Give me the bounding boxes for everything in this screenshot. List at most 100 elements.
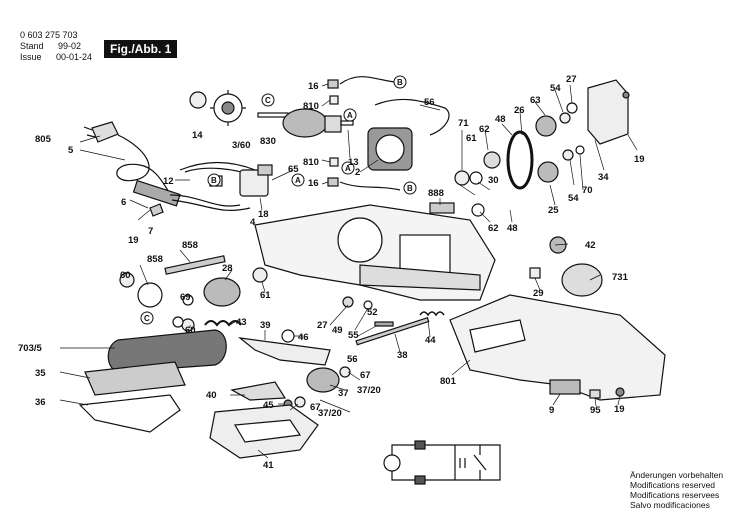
part-label: 28 [222,263,233,274]
part-label: 858 [147,254,163,265]
rod-38 [355,316,430,346]
document-header: 0 603 275 703 Stand 99-02 Issue 00-01-24 [20,30,92,63]
part-label: 49 [332,325,343,336]
part-label: 25 [548,205,559,216]
callout-circle-B-top [393,75,407,89]
brush-wire-B [339,76,396,85]
drive-shaft-858 [164,255,226,275]
switch-trigger [257,164,273,176]
callout-circle-C-bottom [140,311,154,325]
part-label: 731 [612,272,629,283]
part-label: 13 [348,157,359,168]
doc-number: 0 603 275 703 [20,30,78,40]
cord-sleeve [132,179,181,207]
part-label: 60 [185,325,196,336]
wire-set-1 [169,194,251,211]
part-label: 12 [163,176,174,187]
figure-tab: Fig./Abb. 1 [104,40,178,58]
part-label: 65 [288,164,299,175]
handle-knob-731 [561,263,603,297]
toothed-belt-26 [506,130,534,190]
issue-row: Issue 00-01-24 [20,52,93,62]
lever-40 [230,381,287,401]
brush-16-top [327,79,339,89]
bearing-54-bottom [562,149,574,161]
part-label: 7 [148,226,153,237]
part-label: 44 [425,335,436,346]
part-label: 55 [348,330,359,341]
stand-row: Stand 99-02 [20,41,82,51]
callout-circle-B-mid [403,181,417,195]
part-label: 62 [479,124,490,135]
part-label: 45 [263,400,274,411]
part-label: 48 [507,223,518,234]
part-label: 9 [549,405,554,416]
part-label: 19 [128,235,139,246]
callout-B-switch: B [211,176,217,185]
part-label: 16 [308,178,319,189]
pulley-30 [469,171,483,185]
part-label: 54 [550,83,561,94]
part-label: 43 [236,317,247,328]
part-label: 888 [428,188,444,199]
part-label: 26 [514,105,525,116]
part-label: 63 [530,95,541,106]
callout-C-bottom: C [144,314,150,323]
part-label: 48 [495,114,506,125]
note-de: Änderungen vorbehalten [630,470,724,480]
drive-roller-28 [203,277,241,307]
ring-60-left [119,272,135,288]
part-label: 703/5 [18,343,42,354]
part-label: 71 [458,118,469,129]
part-label: 34 [598,172,609,183]
part-label: 52 [367,307,378,318]
pulley-61 [483,151,501,169]
part-label: 95 [590,405,601,416]
spring-44 [419,311,445,317]
part-label: 830 [260,136,276,147]
part-label: 60 [120,270,131,281]
part-label: 18 [258,209,269,220]
brush-holder-810-top [329,95,339,105]
part-label: 810 [303,157,319,168]
part-label: 810 [303,101,319,112]
plug [91,121,119,143]
part-label: 29 [533,288,544,299]
nameplate-9 [549,379,581,395]
callout-circle-A-switch [291,173,305,187]
part-label: 54 [568,193,579,204]
part-label: 69 [180,292,191,303]
bearing-61-lower [252,267,268,283]
part-label: 67 [310,402,321,413]
washer-49 [363,300,373,310]
armature-shaft [257,112,289,118]
part-label: 19 [634,154,645,165]
part-label: 37/20 [357,385,381,396]
disk-46 [281,329,295,343]
field-wires-56 [374,98,450,136]
front-roller-37 [306,367,340,393]
callout-A-switch: A [295,176,301,185]
part-label: 62 [488,223,499,234]
part-label: 805 [35,134,52,145]
switch [239,169,269,197]
diagram-drawing [59,76,666,485]
screw-19-right [622,91,630,99]
label-95 [589,389,601,399]
part-label: 38 [397,350,408,361]
armature [282,108,328,138]
part-label: 30 [488,175,499,186]
issue-date: 00-01-24 [56,52,93,62]
part-label: 70 [582,185,593,196]
stand-date: 99-02 [58,41,82,51]
nut-27-lower [342,296,354,308]
callout-B-top: B [397,78,403,87]
part-label: 36 [35,397,46,408]
part-label: 41 [263,460,274,471]
part-label: 46 [298,332,309,343]
brush-wire-2 [339,181,401,191]
part-label: 35 [35,368,46,379]
part-labels: 805 5 6 7 19 12 14 3/60 830 16 810 56 71… [18,74,645,471]
part-label: 61 [466,133,477,144]
